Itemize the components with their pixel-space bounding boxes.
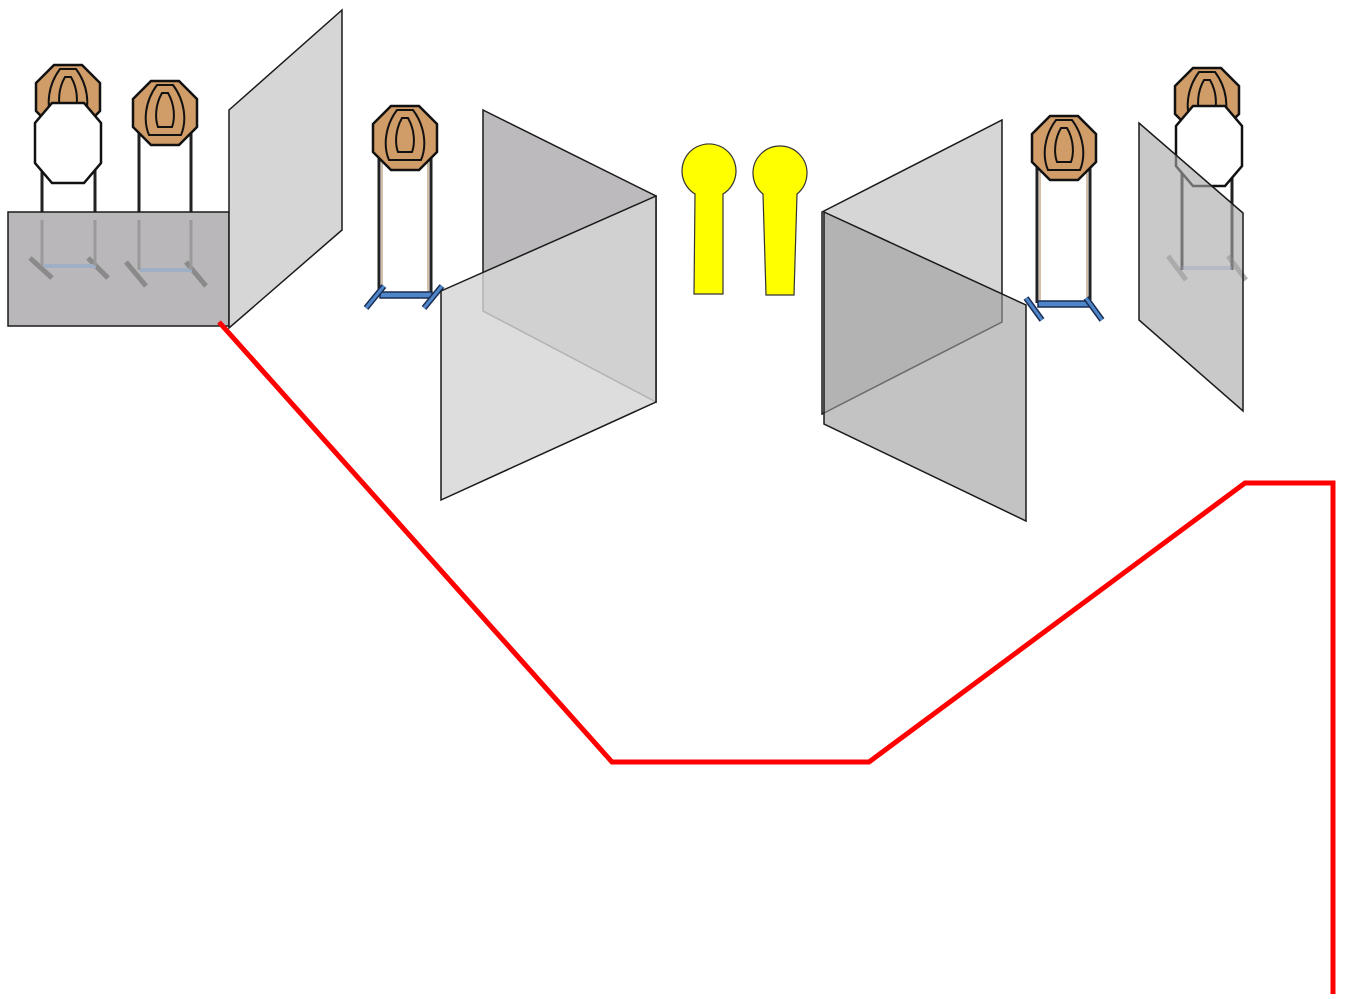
paper-target-icon <box>371 104 439 172</box>
wall-icon <box>440 194 657 502</box>
target-base-icon <box>28 220 110 280</box>
target-stand <box>1023 160 1105 322</box>
no-shoot-target-icon <box>33 101 103 185</box>
popper-icon <box>681 143 737 295</box>
wall-icon <box>7 211 230 327</box>
popper-icon <box>752 145 808 296</box>
paper-target-icon <box>1030 114 1098 182</box>
wall-icon <box>823 210 1027 523</box>
paper-target-icon <box>131 79 199 147</box>
target-stand <box>363 150 445 310</box>
wall-icon <box>1138 121 1244 413</box>
fault-line-icon <box>217 320 1336 994</box>
target-base-icon <box>124 220 208 288</box>
wall-icon <box>228 8 343 330</box>
